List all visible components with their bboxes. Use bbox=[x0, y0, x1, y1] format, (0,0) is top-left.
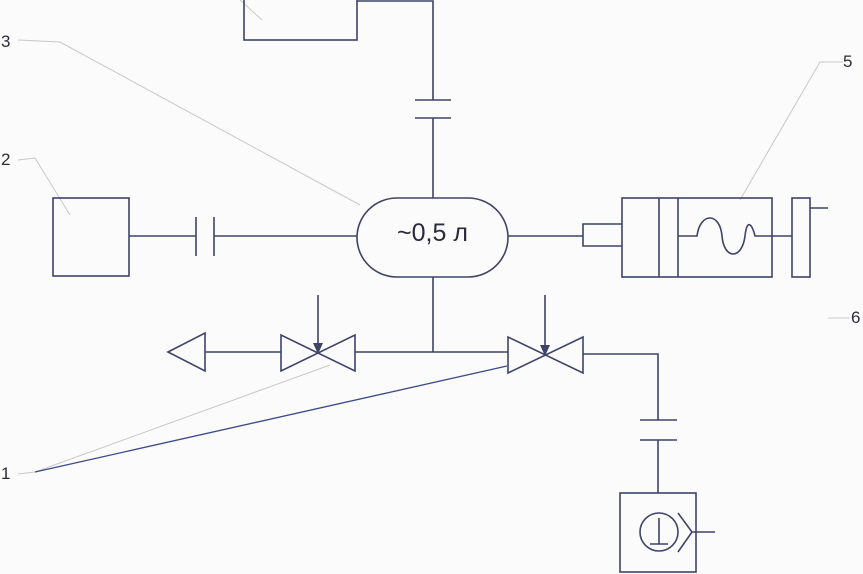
coupling-bottom bbox=[640, 419, 677, 441]
vessel-label: ~0,5 л bbox=[397, 219, 468, 247]
coupling-top bbox=[415, 99, 451, 119]
valve-left-icon bbox=[280, 333, 356, 373]
callout-1: 1 bbox=[1, 464, 11, 483]
outlet-arrow-icon bbox=[166, 331, 206, 373]
arrow-down-icon bbox=[313, 343, 323, 354]
manifold bbox=[166, 277, 677, 493]
arrow-down-icon bbox=[540, 345, 550, 356]
leader-5 bbox=[739, 61, 843, 201]
leader-3 bbox=[17, 39, 361, 206]
left-unit bbox=[52, 197, 357, 277]
ground-icon bbox=[650, 518, 668, 545]
valve-right-icon bbox=[507, 335, 584, 375]
right-unit bbox=[508, 197, 828, 278]
leader-1a bbox=[17, 364, 331, 475]
leader-lines bbox=[17, 0, 850, 475]
top-unit bbox=[243, 0, 451, 198]
callout-5: 5 bbox=[843, 52, 853, 71]
callout-3: 3 bbox=[1, 32, 11, 51]
callout-6: 6 bbox=[851, 308, 861, 327]
leader-2 bbox=[17, 157, 71, 216]
leader-1b bbox=[34, 365, 508, 473]
spring-icon bbox=[678, 217, 792, 255]
callout-2: 2 bbox=[1, 150, 11, 169]
sensor-unit bbox=[619, 492, 715, 573]
